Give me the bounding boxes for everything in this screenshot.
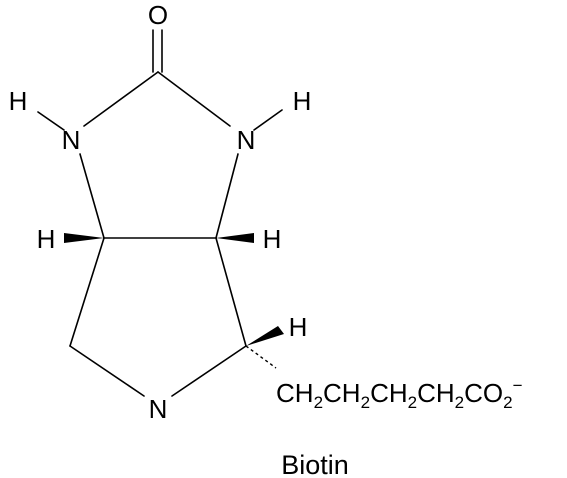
wedge-bond-right-h xyxy=(216,233,254,243)
bond-c2-n1 xyxy=(83,71,159,127)
atom-h-left: H xyxy=(37,224,56,254)
atom-h-n-right: H xyxy=(293,86,312,116)
bond-c3a-c4 xyxy=(69,237,105,347)
side-chain-group-3: CH xyxy=(370,378,408,408)
atom-h-right: H xyxy=(263,224,282,254)
molecule-name: Biotin xyxy=(281,450,349,478)
hashed-bond-side-chain xyxy=(245,345,277,369)
side-chain-sub-4: 2 xyxy=(455,393,464,412)
wedge-bond-side-h xyxy=(246,326,284,346)
wedge-bond-left-h xyxy=(64,233,104,243)
side-chain-label: CH2CH2CH2CH2CO2− xyxy=(276,376,523,412)
side-chain-sub-3: 2 xyxy=(408,393,417,412)
side-chain-group-4: CH xyxy=(417,378,455,408)
side-chain-group-5: CO xyxy=(464,378,503,408)
bond-c6a-c6 xyxy=(215,237,247,347)
side-chain-sub-2: 2 xyxy=(361,393,370,412)
bond-n3-h xyxy=(253,109,283,131)
atom-h-n-left: H xyxy=(9,86,28,116)
carbonyl-double-bond xyxy=(152,29,163,73)
bond-c4-n xyxy=(69,345,145,397)
bond-c2-n3 xyxy=(157,71,231,127)
atom-n-left: N xyxy=(62,125,81,155)
atom-o: O xyxy=(148,0,168,30)
bond-n-c6 xyxy=(171,345,247,397)
side-chain-sub-5: 2 xyxy=(503,393,512,412)
bond-n1-c3a xyxy=(79,153,105,239)
side-chain-sub-1: 2 xyxy=(314,393,323,412)
atom-n-right: N xyxy=(237,125,256,155)
atom-h-side: H xyxy=(289,312,308,342)
bond-n1-h xyxy=(37,111,65,131)
side-chain-charge: − xyxy=(513,376,523,395)
atom-n-bottom: N xyxy=(149,394,168,424)
side-chain-group-2: CH xyxy=(323,378,361,408)
side-chain-group-1: CH xyxy=(276,378,314,408)
bond-n3-c6a xyxy=(215,153,239,239)
